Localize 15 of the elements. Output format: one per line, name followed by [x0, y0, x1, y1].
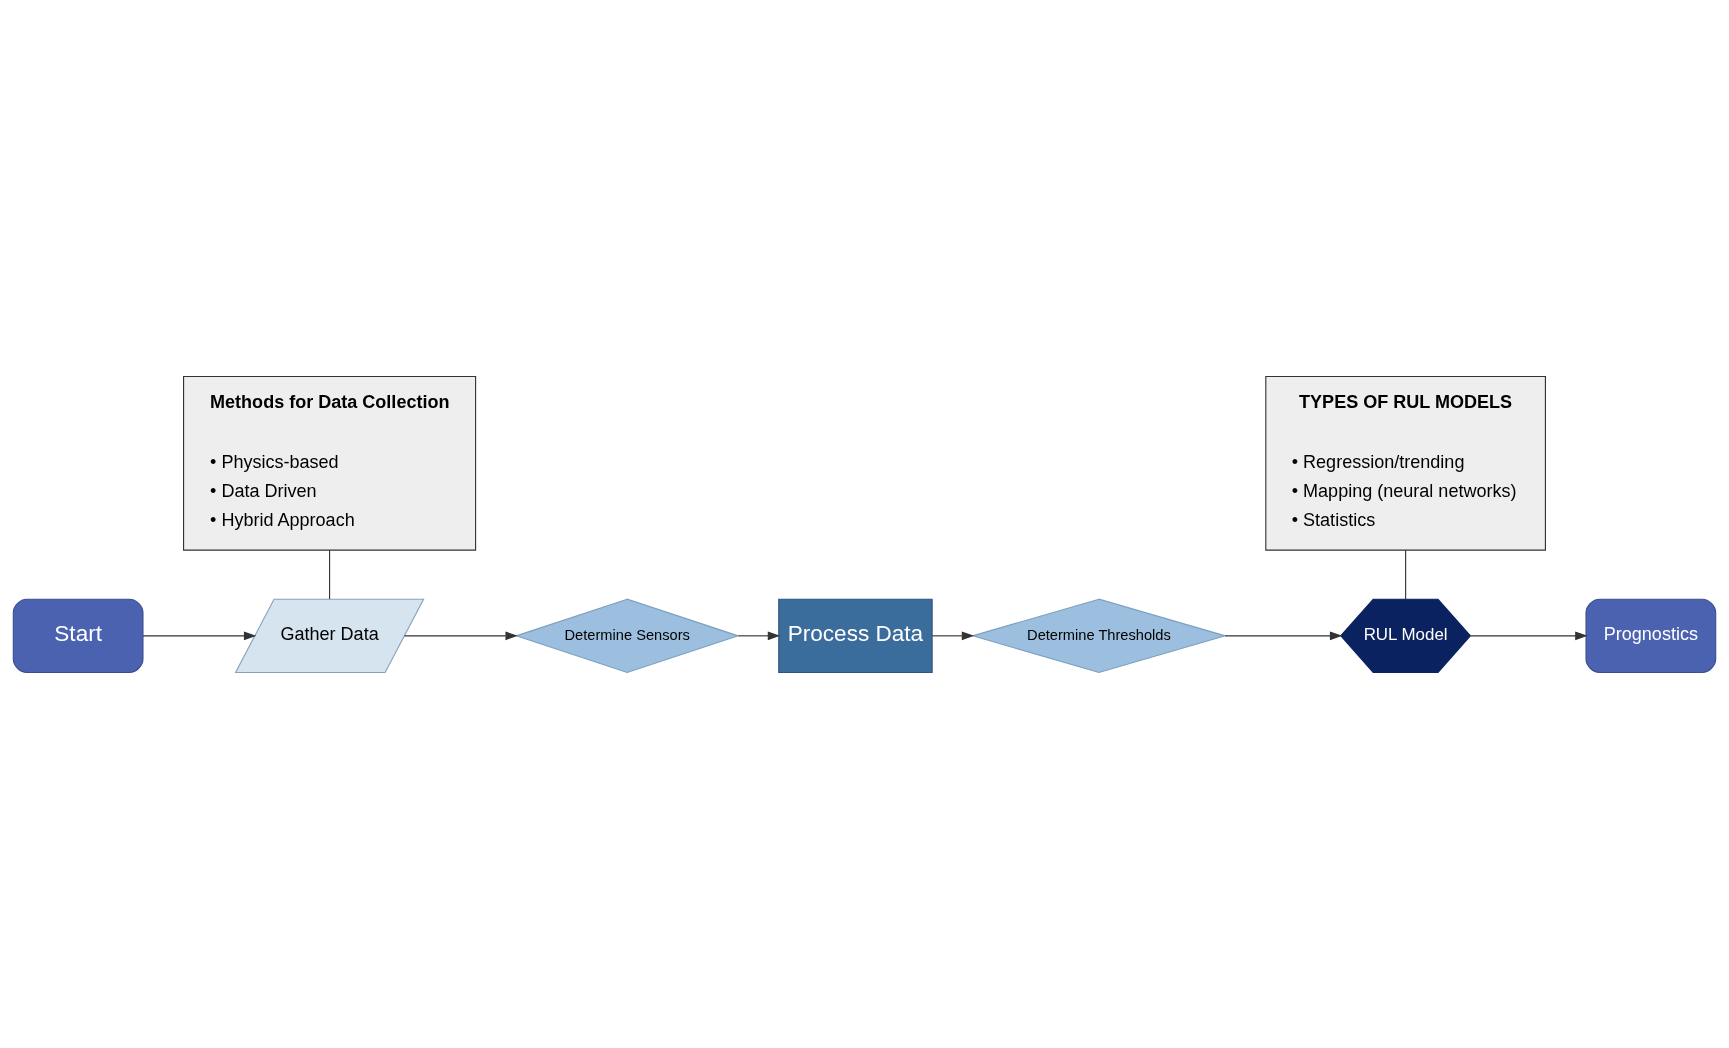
node-box: Prognostics — [1585, 598, 1717, 673]
arrow — [1470, 631, 1588, 640]
connector — [1405, 549, 1407, 600]
node-box: Process Data — [778, 598, 933, 673]
arrow — [142, 631, 257, 640]
node-box: Methods for Data Collection • Physics-based • Data Driven • Hybrid Approach — [183, 375, 477, 551]
node-box: TYPES OF RUL MODELS • Regression/trending • Mapping (neural networks) • Statistics — [1265, 375, 1546, 551]
node-diamond: Determine Thresholds — [970, 598, 1228, 673]
connector — [329, 549, 331, 600]
node-box: Start — [12, 598, 144, 673]
arrow — [737, 631, 781, 640]
arrow — [403, 631, 518, 640]
arrow — [1224, 631, 1343, 640]
node-diamond: Determine Sensors — [514, 598, 740, 673]
arrow — [931, 631, 975, 640]
